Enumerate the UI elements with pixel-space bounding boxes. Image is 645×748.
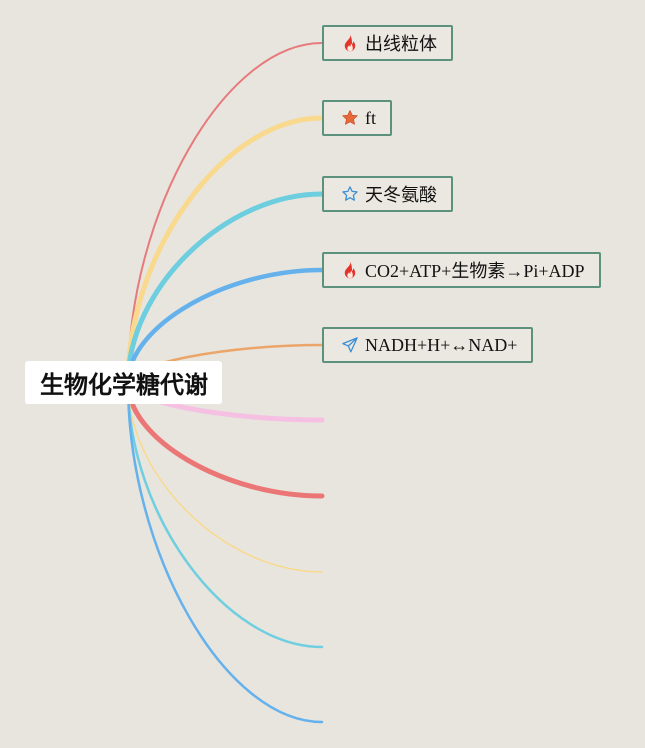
branch-line-3 [125, 191, 325, 386]
topic-node-5[interactable]: NADH+H+↔NAD+ [322, 327, 534, 363]
topic-label: ft [365, 107, 376, 128]
topic-label: 天冬氨酸 [365, 185, 437, 205]
branch-line-8 [127, 382, 323, 573]
branch-line-10 [126, 381, 324, 724]
fire-icon [341, 261, 359, 279]
star-icon [341, 109, 359, 127]
topic-node-3[interactable]: 天冬氨酸 [322, 176, 453, 212]
topic-label: NADH+H+↔NAD+ [365, 334, 518, 355]
root-topic-label: 生物化学糖代谢 [40, 371, 208, 399]
topic-label: CO2+ATP+生物素→Pi+ADP [365, 261, 585, 281]
fire-icon [341, 34, 359, 52]
send-icon [341, 336, 359, 354]
branch-line-2 [125, 115, 325, 386]
topic-node-2[interactable]: ft [322, 100, 392, 136]
branch-line-9 [126, 381, 324, 649]
branch-line-1 [127, 42, 323, 384]
topic-label: 出线粒体 [365, 34, 437, 54]
topic-node-4[interactable]: CO2+ATP+生物素→Pi+ADP [322, 252, 601, 288]
topic-node-1[interactable]: 出线粒体 [322, 25, 453, 61]
branch-line-7 [125, 380, 325, 499]
root-topic[interactable]: 生物化学糖代谢 [25, 361, 222, 404]
star-outline-icon [341, 185, 359, 203]
